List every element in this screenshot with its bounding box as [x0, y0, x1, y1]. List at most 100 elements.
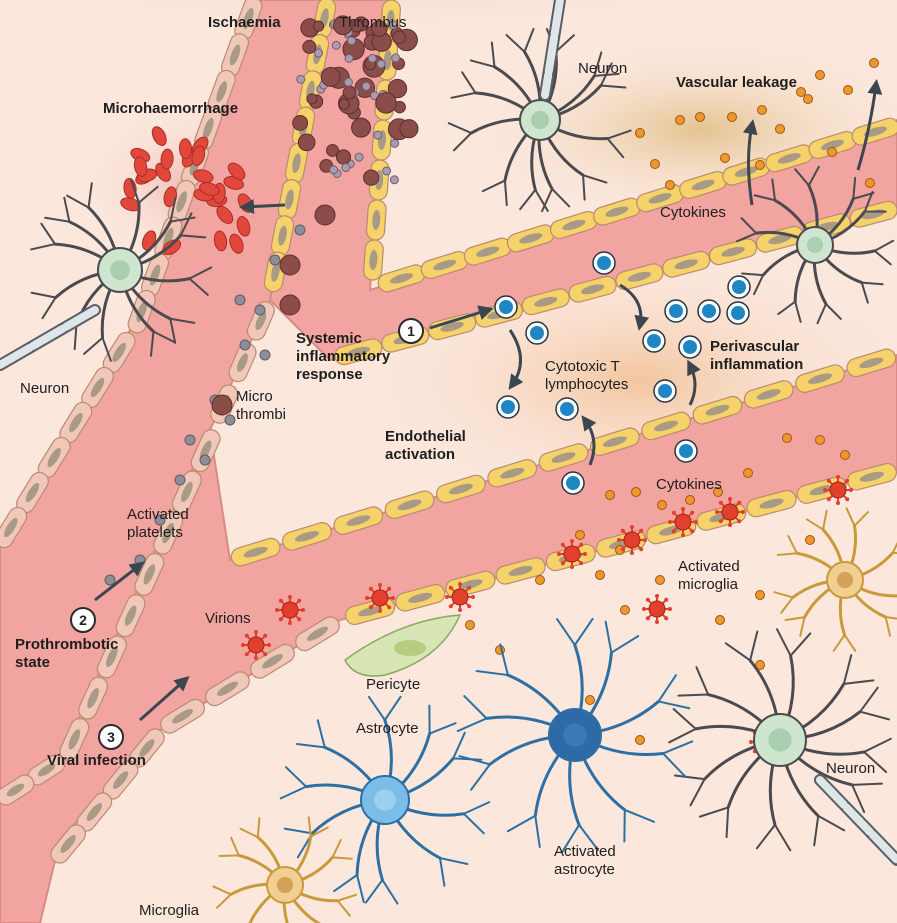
thrombus-platelet	[377, 60, 385, 68]
cytokine	[666, 181, 675, 190]
cytokine	[651, 160, 660, 169]
cytokine	[636, 129, 645, 138]
cytokine	[870, 59, 879, 68]
cytokine	[586, 696, 595, 705]
thrombus-fibrin	[321, 68, 340, 87]
arrow-haemorrhage	[245, 205, 285, 207]
thrombus-platelet	[315, 49, 323, 57]
micro-thrombus	[315, 205, 335, 225]
cytokine	[716, 616, 725, 625]
thrombus-fibrin	[293, 116, 308, 131]
label-activated-platelets: Activated platelets	[127, 506, 207, 542]
thrombus-platelet	[330, 166, 338, 174]
virion	[365, 583, 395, 613]
platelet	[200, 455, 210, 465]
thrombus-fibrin	[352, 118, 371, 137]
label-neuron-left: Neuron	[20, 380, 69, 398]
label-astrocyte: Astrocyte	[356, 720, 419, 738]
t-lymphocyte-nucleus	[597, 256, 611, 270]
cytokine	[576, 531, 585, 540]
cytokine	[596, 571, 605, 580]
platelet	[225, 415, 235, 425]
t-lymphocyte-nucleus	[669, 304, 683, 318]
t-lymphocyte-nucleus	[683, 340, 697, 354]
thrombus-platelet	[362, 82, 370, 90]
label-micro-thrombi: Micro thrombi	[236, 388, 291, 424]
platelet	[105, 575, 115, 585]
thrombus-platelet	[355, 153, 363, 161]
thrombus-platelet	[368, 54, 376, 62]
label-pericyte: Pericyte	[366, 676, 420, 694]
cytokine	[536, 576, 545, 585]
thrombus-fibrin	[393, 31, 406, 44]
thrombus-fibrin	[307, 94, 317, 104]
label-viral-infection: Viral infection	[47, 752, 146, 770]
platelet	[235, 295, 245, 305]
virion	[275, 595, 305, 625]
thrombus-platelet	[344, 78, 352, 86]
cytokine	[728, 113, 737, 122]
micro-thrombus	[280, 255, 300, 275]
cytokine	[606, 491, 615, 500]
virion	[642, 594, 672, 624]
t-lymphocyte-nucleus	[647, 334, 661, 348]
label-systemic-inflammatory-response: Systemic inflammatory response	[296, 330, 406, 384]
thrombus-fibrin	[336, 150, 350, 164]
platelet	[255, 305, 265, 315]
micro-thrombus	[280, 295, 300, 315]
cytokine	[621, 606, 630, 615]
cytokine	[696, 113, 705, 122]
label-vascular-leakage: Vascular leakage	[676, 74, 797, 92]
t-lymphocyte-nucleus	[560, 402, 574, 416]
cytokine	[816, 71, 825, 80]
label-ischaemia: Ischaemia	[208, 14, 281, 32]
cytokine	[658, 501, 667, 510]
pericyte-nucleus	[394, 640, 426, 656]
cytokine	[866, 179, 875, 188]
label-thrombus: Thrombus	[339, 14, 407, 32]
cytokine	[744, 469, 753, 478]
label-endothelial-activation: Endothelial activation	[385, 428, 485, 464]
marker-3: 3	[98, 724, 124, 750]
label-cytotoxic-t-lymphocytes: Cytotoxic T lymphocytes	[545, 358, 665, 394]
virion	[557, 539, 587, 569]
platelet	[260, 350, 270, 360]
thrombus-platelet	[345, 54, 353, 62]
thrombus-platelet	[332, 41, 340, 49]
label-cytokines-mid: Cytokines	[656, 476, 722, 494]
thrombus-fibrin	[343, 86, 356, 99]
platelet	[270, 255, 280, 265]
t-lymphocyte-nucleus	[501, 400, 515, 414]
label-activated-astrocyte: Activated astrocyte	[554, 843, 644, 879]
thrombus-platelet	[383, 167, 391, 175]
thrombus-platelet	[391, 139, 399, 147]
platelet	[175, 475, 185, 485]
thrombus-fibrin	[376, 93, 397, 114]
cytokine	[783, 434, 792, 443]
marker-2: 2	[70, 607, 96, 633]
virion	[445, 582, 475, 612]
cytokine	[632, 488, 641, 497]
thrombus-platelet	[348, 37, 356, 45]
thrombus-platelet	[297, 75, 305, 83]
endothelial-cell	[363, 239, 384, 280]
cytokine	[776, 125, 785, 134]
t-lymphocyte-nucleus	[499, 300, 513, 314]
label-activated-microglia: Activated microglia	[678, 558, 768, 594]
cytokine	[636, 736, 645, 745]
thrombus-fibrin	[364, 170, 379, 185]
cytokine	[797, 88, 806, 97]
cytokine	[758, 106, 767, 115]
virion	[241, 630, 271, 660]
cytokine	[828, 148, 837, 157]
cytokine	[804, 95, 813, 104]
thrombus-platelet	[390, 176, 398, 184]
thrombus-platelet	[342, 164, 350, 172]
t-lymphocyte-nucleus	[566, 476, 580, 490]
label-prothrombotic-state: Prothrombotic state	[15, 636, 135, 672]
t-lymphocyte-nucleus	[732, 280, 746, 294]
platelet	[240, 340, 250, 350]
marker-1: 1	[398, 318, 424, 344]
cytokine	[756, 161, 765, 170]
cytokine	[844, 86, 853, 95]
